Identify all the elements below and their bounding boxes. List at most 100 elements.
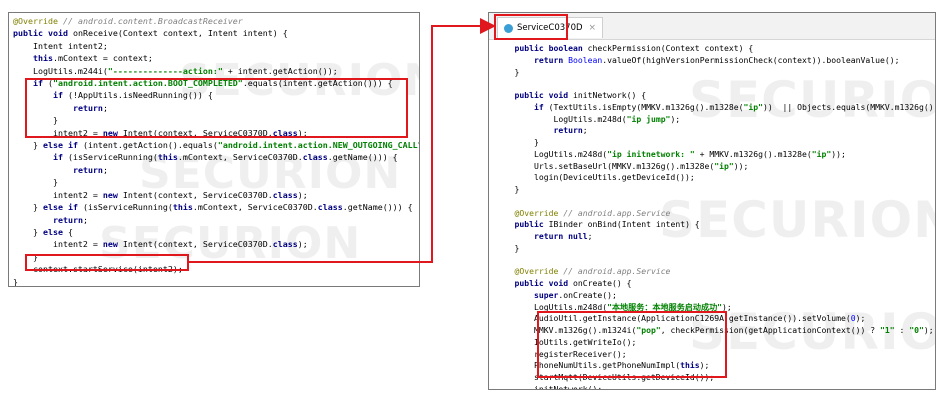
right-code-line: } <box>495 242 935 255</box>
code-token: intent2 = <box>13 189 103 200</box>
code-token: @Override <box>514 266 559 277</box>
right-code-line: IoUtils.getWriteIo(); <box>495 337 935 349</box>
right-code-line <box>495 255 935 267</box>
code-token: } <box>495 137 539 147</box>
code-token: // android.content.BroadcastReceiver <box>57 16 243 26</box>
code-token: ( <box>42 78 53 89</box>
right-code-panel: ServiceC0370D × SECURION SECURION SECURI… <box>488 12 936 390</box>
code-token: } <box>13 251 38 262</box>
right-code-line: @Override // android.app.Service <box>495 266 935 278</box>
left-code-line: @Override // android.content.BroadcastRe… <box>13 15 419 27</box>
right-code-line: MMKV.m1326g().m1324i("pop", checkPermiss… <box>495 325 935 337</box>
code-token: startMqtt(DeviceUtils.getDeviceId()); <box>495 372 715 382</box>
right-code-line: return null; <box>495 231 935 243</box>
right-code-line: login(DeviceUtils.getDeviceId()); <box>495 172 935 184</box>
code-token: LogUtils.m248d( <box>495 301 608 312</box>
code-token: Intent intent2; <box>13 40 108 51</box>
tab-servicec0370d[interactable]: ServiceC0370D × <box>497 17 604 38</box>
code-token: // android.app.Service <box>558 207 671 218</box>
code-token: super <box>533 289 559 300</box>
left-code-line: this.mContext = context; <box>13 52 419 64</box>
code-token: LogUtils.m244i( <box>13 65 108 76</box>
code-token: public <box>514 219 544 230</box>
right-code-line: LogUtils.m248d("本地服务：本地服务启动成功"); <box>495 301 935 314</box>
code-token: public <box>13 28 43 39</box>
code-token: } <box>495 242 520 253</box>
code-token: ; <box>102 102 108 113</box>
code-token: .getName())) { <box>327 152 398 163</box>
code-token <box>13 53 33 63</box>
code-token: new <box>102 127 118 138</box>
code-token: Urls.setBaseUrl(MMKV.m1326g().m1328e( <box>495 160 715 171</box>
left-code-line: return; <box>13 164 419 176</box>
right-code-line: } <box>495 137 935 149</box>
code-token <box>495 208 515 218</box>
right-code-line: if (TextUtils.isEmpty(MMKV.m1326g().m132… <box>495 101 935 114</box>
code-token: checkPermission(Context context) { <box>582 43 754 53</box>
code-token: "android.intent.action.BOOT_COMPLETED" <box>52 78 243 89</box>
left-code-line: Intent intent2; <box>13 40 419 52</box>
code-token: return <box>533 54 564 65</box>
code-token: if <box>533 101 544 112</box>
right-code-line: public void initNetwork() { <box>495 90 935 102</box>
code-token: )); <box>831 148 846 159</box>
code-token: ; <box>82 214 88 225</box>
code-token: .getName())) { <box>342 202 413 213</box>
code-token: IBinder onBind(Intent intent) { <box>543 219 700 230</box>
code-token: } <box>13 226 43 237</box>
code-token: 0 <box>850 313 856 324</box>
code-token: : <box>894 325 910 335</box>
code-token: onCreate() { <box>568 278 632 288</box>
code-token: .equals(intent.getAction())) { <box>242 78 393 89</box>
code-token: } <box>495 184 520 194</box>
left-code-line: } <box>13 276 419 287</box>
left-code-line: if (!AppUtils.isNeedRunning()) { <box>13 89 419 101</box>
code-token: (isServiceRunning( <box>77 202 173 213</box>
left-code-line: } <box>13 114 419 126</box>
code-token: .mContext, ServiceC0370D. <box>177 152 303 163</box>
left-code-line: if ("android.intent.action.BOOT_COMPLETE… <box>13 77 419 89</box>
code-token <box>13 215 53 225</box>
code-token <box>13 90 53 100</box>
code-token: @Override <box>514 207 559 218</box>
code-token: else if <box>42 202 78 213</box>
left-code-line: intent2 = new Intent(context, ServiceC03… <box>13 189 419 201</box>
code-token: "1" <box>879 325 895 335</box>
left-code-line: intent2 = new Intent(context, ServiceC03… <box>13 127 419 139</box>
code-token: class <box>272 189 298 200</box>
code-token <box>13 103 73 113</box>
code-token: Intent(context, ServiceC0370D. <box>117 127 273 138</box>
code-token <box>13 165 73 175</box>
right-code-line: initNetwork(); <box>495 383 935 390</box>
code-token: class <box>272 127 298 138</box>
code-token: } <box>13 276 18 287</box>
code-token: + MMKV.m1326g().m1328e( <box>694 148 812 159</box>
code-token: (TextUtils.isEmpty(MMKV.m1326g().m1328e( <box>543 101 744 112</box>
code-token: "ip" <box>811 148 832 159</box>
code-token: login(DeviceUtils.getDeviceId()); <box>495 172 695 183</box>
code-token: public void <box>514 90 569 100</box>
code-token <box>13 152 53 162</box>
code-token: Boolean <box>568 54 603 65</box>
code-token: else if <box>42 140 78 151</box>
code-token: public void <box>514 278 569 288</box>
right-code-line <box>495 78 935 90</box>
left-code-line: } else if (isServiceRunning(this.mContex… <box>13 201 419 213</box>
left-code-line: public void onReceive(Context context, I… <box>13 27 419 39</box>
code-token: return <box>553 125 583 136</box>
close-icon[interactable]: × <box>588 23 597 33</box>
code-token <box>495 55 534 65</box>
code-token: return <box>72 164 103 175</box>
left-code-line: context.startService(intent2); <box>13 263 419 275</box>
code-token: } <box>13 140 43 151</box>
right-code-line: @Override // android.app.Service <box>495 207 935 220</box>
code-token: } <box>495 66 520 77</box>
code-token: "ip jump" <box>626 113 671 124</box>
code-token: context.startService(intent2); <box>13 264 183 275</box>
left-code-line: if (isServiceRunning(this.mContext, Serv… <box>13 151 419 163</box>
right-code-line <box>495 196 935 208</box>
code-token: if <box>52 90 63 101</box>
code-token: initNetwork(); <box>495 383 603 390</box>
code-token: } <box>13 202 43 213</box>
code-token: return null <box>533 231 588 241</box>
